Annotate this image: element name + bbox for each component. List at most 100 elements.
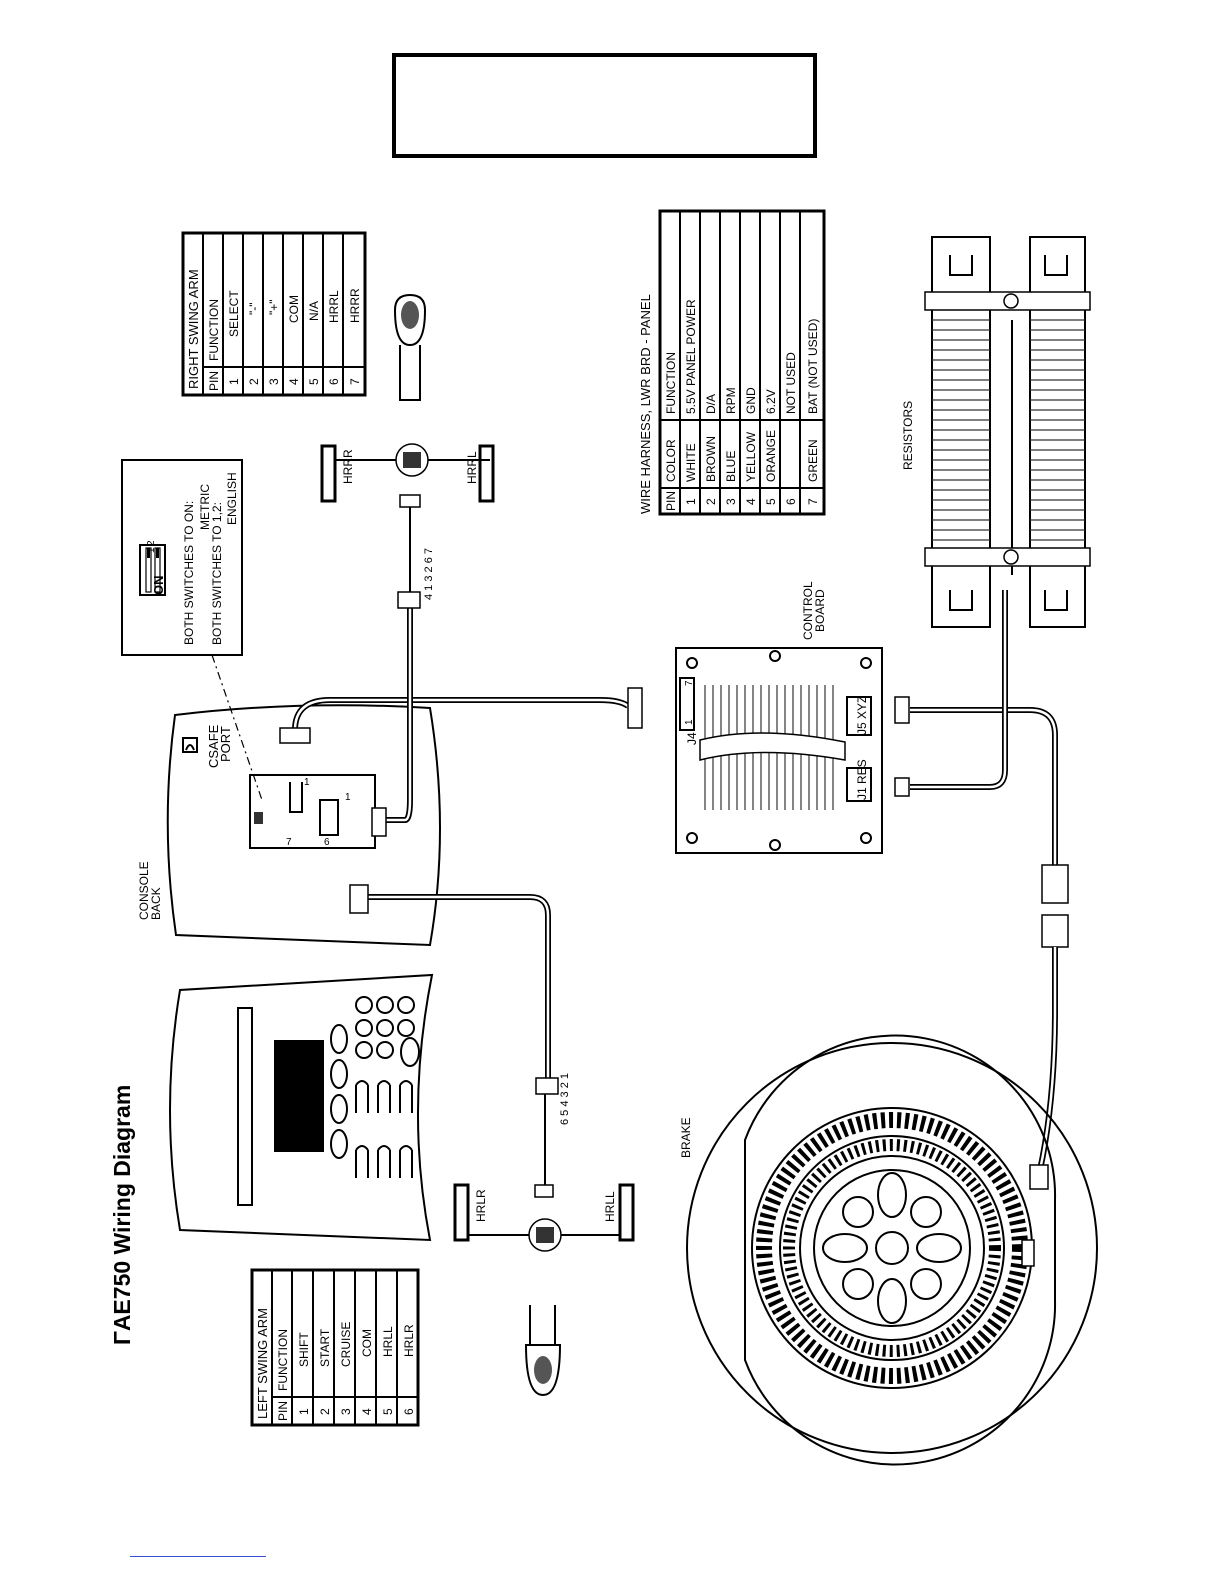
dip-switch-on-label: ON <box>151 576 166 596</box>
left-row-1-function: SHIFT <box>297 1332 311 1367</box>
right-row-6-function: HRRL <box>327 290 341 323</box>
csafe-jack <box>254 812 263 824</box>
console-pin-1b: 1 <box>345 792 351 803</box>
right-swing-arm-grip <box>393 293 427 401</box>
brake-hub <box>813 1169 971 1327</box>
console-pin-7: 7 <box>286 837 292 848</box>
harness-row-7-color: GREEN <box>806 439 820 482</box>
right-connector-pins: 4 1 3 2 6 7 <box>423 548 435 600</box>
console-front <box>169 973 434 1242</box>
j4-pin-1: 1 <box>684 719 695 725</box>
harness-row-1-pin: 1 <box>684 498 698 505</box>
csafe-port-icon <box>182 737 198 753</box>
harness-row-7-pin: 7 <box>806 498 820 505</box>
j4-header <box>679 677 695 731</box>
switch-note-line-1: BOTH SWITCHES TO ON: <box>182 501 196 645</box>
hrrr-sensor <box>320 444 337 503</box>
console-back-label-2: BACK <box>149 887 163 920</box>
console-wire-connector <box>279 727 311 744</box>
right-row-2-pin: 2 <box>247 378 261 385</box>
j4-label: J4 <box>685 732 699 745</box>
wire-board-to-resistors <box>910 320 1013 790</box>
right-swing-arm-table: RIGHT SWING ARM PIN FUNCTION 1 SELECT 2 … <box>181 231 367 397</box>
harness-row-3-pin: 3 <box>724 498 738 505</box>
switch-note-line-2b: ENGLISH <box>225 472 239 525</box>
harness-header-function: FUNCTION <box>664 352 678 414</box>
console-display-strip <box>237 1007 253 1206</box>
left-row-6-pin: 6 <box>402 1408 416 1415</box>
left-row-4-function: COM <box>360 1329 374 1357</box>
brake-connector-lower <box>1041 914 1069 948</box>
right-swing-arm-header-function: FUNCTION <box>207 299 221 361</box>
harness-row-2-function: D/A <box>704 394 718 414</box>
wire-board-to-brake <box>910 707 1069 1190</box>
j1-res-header <box>846 767 872 802</box>
control-board <box>675 647 883 854</box>
wire-harness-table: PIN COLOR FUNCTION 1 WHITE 5.5V PANEL PO… <box>658 209 826 516</box>
right-row-1-pin: 1 <box>227 378 241 385</box>
right-row-4-function: COM <box>287 295 301 323</box>
hrlr-label: HRLR <box>474 1189 488 1222</box>
right-arm-connector <box>397 591 421 609</box>
dip-switch-1-label: 1 <box>146 547 157 553</box>
left-row-3-function: CRUISE <box>339 1322 353 1367</box>
left-row-5-pin: 5 <box>381 1408 395 1415</box>
right-row-7-pin: 7 <box>348 378 362 385</box>
left-swing-arm-header-pin: PIN <box>276 1401 290 1421</box>
switch-note-box: ON 1 2 BOTH SWITCHES TO ON: METRIC BOTH … <box>121 459 243 656</box>
left-row-1-pin: 1 <box>297 1408 311 1415</box>
right-row-6-pin: 6 <box>327 378 341 385</box>
right-row-7-function: HRRR <box>348 288 362 323</box>
csafe-port-label-2: PORT <box>218 726 233 762</box>
right-row-3-pin: 3 <box>267 378 281 385</box>
harness-row-2-color: BROWN <box>704 436 718 482</box>
right-row-1-function: SELECT <box>227 290 241 337</box>
harness-row-5-function: 6.2V <box>764 389 778 414</box>
wire-harness-title: WIRE HARNESS, LWR BRD - PANEL <box>638 294 653 514</box>
j4-pin-7: 7 <box>684 680 695 686</box>
harness-row-3-color: BLUE <box>724 451 738 482</box>
console-connector-1 <box>289 782 303 813</box>
wire-console-to-board <box>279 687 643 744</box>
console-pin-6: 6 <box>324 837 330 848</box>
left-swing-arm-grip <box>524 1305 562 1397</box>
dip-switch-2-label: 2 <box>146 540 157 546</box>
console-connector-2 <box>319 799 339 836</box>
left-arm-connector <box>535 1077 559 1095</box>
switch-note-line-2: BOTH SWITCHES TO 1,2: <box>210 502 224 645</box>
hrrr-label: HRRR <box>341 449 355 484</box>
left-row-4-pin: 4 <box>360 1408 374 1415</box>
right-row-5-function: N/A <box>307 301 321 321</box>
harness-row-6-pin: 6 <box>784 498 798 505</box>
control-board-label-2: BOARD <box>813 589 827 632</box>
j5-xyz-label: J5 XYZ <box>855 696 869 735</box>
harness-row-5-pin: 5 <box>764 498 778 505</box>
hrll-sensor <box>618 1183 635 1242</box>
right-row-5-pin: 5 <box>307 378 321 385</box>
csafe-port-label-1: CSAFE <box>206 724 221 768</box>
j1-res-label: J1 RES <box>855 759 869 800</box>
console-display <box>274 1040 324 1152</box>
left-swing-arm-title: LEFT SWING ARM <box>255 1308 270 1419</box>
title-box <box>392 53 817 158</box>
harness-header-color: COLOR <box>664 439 678 482</box>
resistors <box>924 236 1091 628</box>
right-row-2-function: "-" <box>247 302 261 315</box>
right-swing-arm-header-pin: PIN <box>207 371 221 391</box>
footer-link-line <box>130 1556 266 1557</box>
dip-switch <box>139 544 166 596</box>
hrll-label: HRLL <box>603 1191 617 1222</box>
left-row-2-pin: 2 <box>318 1408 332 1415</box>
hrlr-sensor <box>453 1183 470 1242</box>
console-back-board <box>249 774 376 849</box>
brake-label: BRAKE <box>679 1117 693 1158</box>
harness-row-6-function: NOT USED <box>784 352 798 414</box>
hrrl-label: HRRL <box>465 451 479 484</box>
left-row-6-function: HRLR <box>402 1324 416 1357</box>
wire-console-to-left-arm <box>349 884 559 1198</box>
brake-connector-upper <box>1041 864 1069 904</box>
brake <box>686 1034 1098 1466</box>
left-row-2-function: START <box>318 1328 332 1367</box>
left-hr-assembly <box>453 1183 635 1252</box>
